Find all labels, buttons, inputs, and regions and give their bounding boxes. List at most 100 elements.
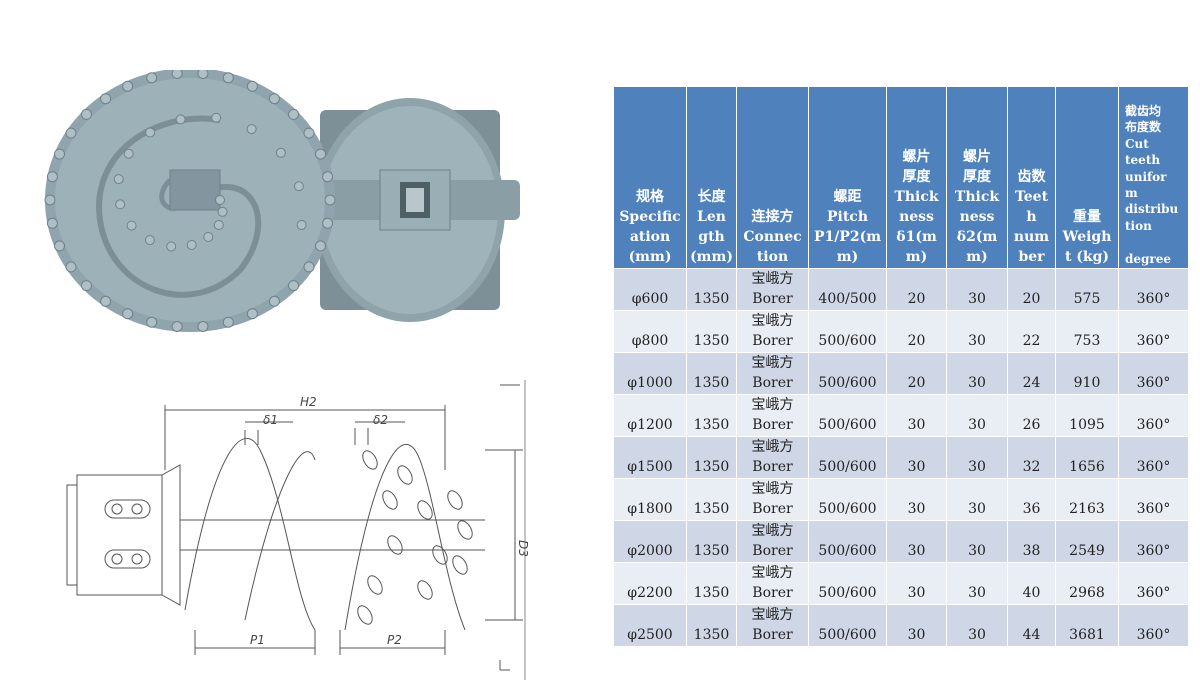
tooth-icon — [44, 194, 56, 206]
connection-en: Borer — [752, 291, 793, 307]
table-header-row: 规格 Specific ation (mm) 长度 Len gth (mm) 连… — [613, 86, 1189, 269]
cell-pitch: 500/600 — [808, 310, 887, 353]
tooth-icon — [322, 217, 334, 229]
tooth-icon — [65, 261, 77, 273]
cell-weight: 1656 — [1055, 436, 1119, 479]
cell-teeth-number: 22 — [1007, 310, 1056, 353]
tooth-icon — [246, 308, 258, 320]
connection-en: Borer — [752, 501, 793, 517]
technical-drawing: H2 δ1 δ2 D3 P1 P2 — [66, 380, 530, 680]
cell-length: 1350 — [686, 352, 737, 395]
tooth-icon — [246, 124, 257, 135]
cell-specification: φ1500 — [613, 436, 687, 479]
tooth-icon — [65, 127, 77, 139]
cell-weight: 1095 — [1055, 394, 1119, 437]
tooth-icon — [175, 114, 186, 125]
cell-thickness-d1: 30 — [886, 604, 947, 647]
cell-teeth-number: 20 — [1007, 268, 1056, 311]
cell-pitch: 500/600 — [808, 394, 887, 437]
connection-cn: 宝峨方 — [751, 607, 794, 623]
cell-weight: 910 — [1055, 352, 1119, 395]
cell-specification: φ2000 — [613, 520, 687, 563]
connection-cn: 宝峨方 — [751, 481, 794, 497]
cell-pitch: 500/600 — [808, 604, 887, 647]
cell-specification: φ1200 — [613, 394, 687, 437]
cell-thickness-d1: 30 — [886, 394, 947, 437]
cutting-teeth — [44, 70, 336, 332]
cell-degree: 360° — [1118, 268, 1189, 311]
label-delta2: δ2 — [373, 413, 388, 427]
cell-thickness-d1: 20 — [886, 268, 947, 311]
tooth-icon — [81, 280, 92, 292]
tooth-icon — [457, 520, 473, 540]
tooth-icon — [122, 308, 134, 320]
cell-teeth-number: 38 — [1007, 520, 1056, 563]
cell-thickness-d1: 30 — [886, 562, 947, 605]
label-h2: H2 — [300, 395, 317, 409]
tooth-icon — [268, 295, 280, 307]
header-weight: 重量 Weigh t (kg) — [1055, 86, 1119, 269]
cell-specification: φ800 — [613, 310, 687, 353]
tooth-icon — [54, 148, 65, 160]
tooth-icon — [387, 535, 403, 555]
cell-teeth-number: 24 — [1007, 352, 1056, 395]
tooth-icon — [452, 555, 468, 575]
cell-degree: 360° — [1118, 478, 1189, 521]
tooth-icon — [115, 199, 126, 210]
cell-teeth-number: 32 — [1007, 436, 1056, 479]
tooth-icon — [146, 72, 158, 84]
cell-specification: φ2500 — [613, 604, 687, 647]
tooth-icon — [432, 545, 448, 565]
label-delta1: δ1 — [263, 413, 278, 427]
tooth-icon — [46, 171, 58, 183]
tooth-icon — [100, 93, 112, 105]
tooth-icon — [315, 148, 326, 160]
connection-cn: 宝峨方 — [751, 439, 794, 455]
cell-thickness-d1: 30 — [886, 520, 947, 563]
cell-thickness-d2: 30 — [946, 436, 1008, 479]
tooth-icon — [197, 321, 209, 332]
cell-length: 1350 — [686, 520, 737, 563]
cell-weight: 3681 — [1055, 604, 1119, 647]
cell-degree: 360° — [1118, 310, 1189, 353]
tooth-icon — [303, 261, 315, 273]
connection-cn: 宝峨方 — [751, 397, 794, 413]
connection-cn: 宝峨方 — [751, 355, 794, 371]
connection-cn: 宝峨方 — [751, 523, 794, 539]
cell-thickness-d1: 30 — [886, 436, 947, 479]
cell-length: 1350 — [686, 478, 737, 521]
tooth-icon — [222, 316, 234, 328]
cell-thickness-d2: 30 — [946, 310, 1008, 353]
cell-pitch: 500/600 — [808, 436, 887, 479]
tooth-icon — [146, 316, 158, 328]
cell-weight: 2163 — [1055, 478, 1119, 521]
tooth-icon — [362, 450, 378, 470]
cell-length: 1350 — [686, 394, 737, 437]
header-connection: 连接方 Connec tion — [736, 86, 809, 269]
header-length: 长度 Len gth (mm) — [686, 86, 737, 269]
header-specification: 规格 Specific ation (mm) — [613, 86, 687, 269]
cell-length: 1350 — [686, 562, 737, 605]
header-teeth-number: 齿数 Teet h num ber — [1007, 86, 1056, 269]
cell-teeth-number: 36 — [1007, 478, 1056, 521]
cell-length: 1350 — [686, 310, 737, 353]
tooth-icon — [222, 72, 234, 84]
cell-degree: 360° — [1118, 562, 1189, 605]
cell-thickness-d2: 30 — [946, 268, 1008, 311]
cell-degree: 360° — [1118, 604, 1189, 647]
header-thickness-d1: 螺片 厚度 Thick ness δ1(m m) — [886, 86, 947, 269]
tooth-icon — [81, 108, 92, 120]
header-thickness-d2: 螺片 厚度 Thick ness δ2(m m) — [946, 86, 1008, 269]
cell-teeth-number: 26 — [1007, 394, 1056, 437]
product-photo — [44, 70, 520, 332]
cell-connection: 宝峨方 Borer — [736, 478, 809, 521]
tooth-icon — [324, 194, 336, 206]
cell-specification: φ1800 — [613, 478, 687, 521]
